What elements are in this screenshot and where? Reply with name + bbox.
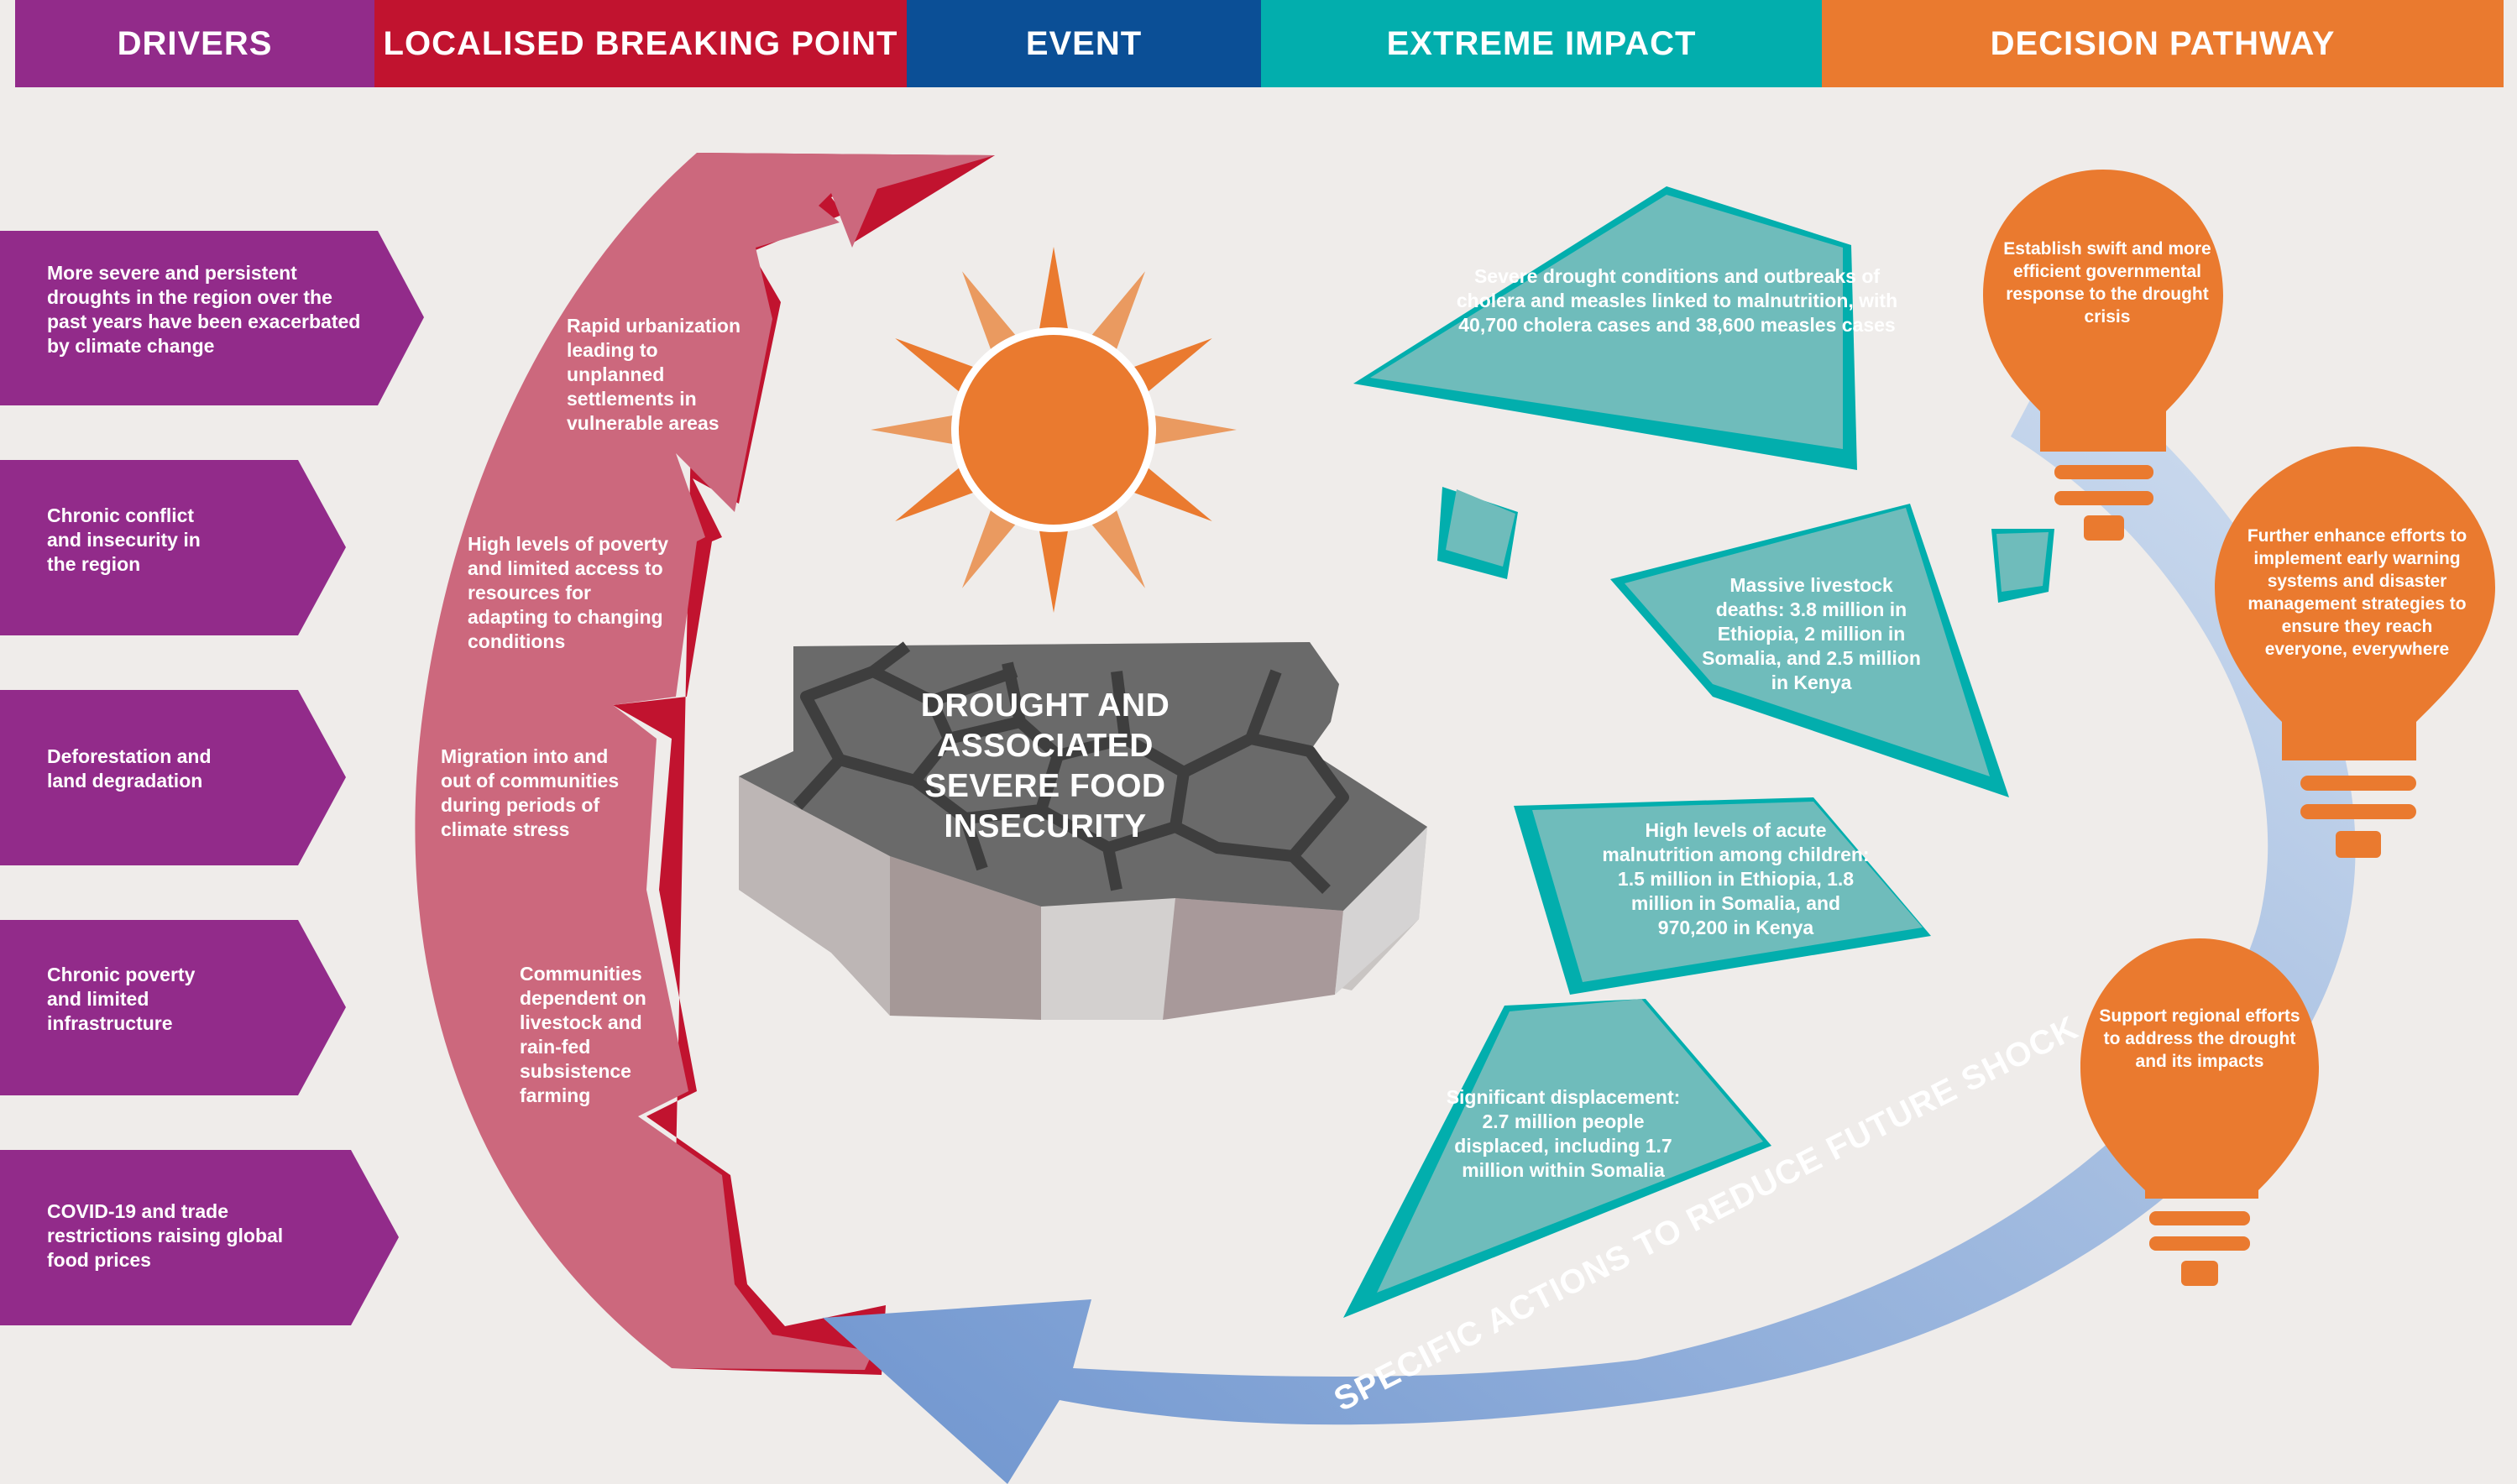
future-shock-arrow: [823, 353, 2356, 1484]
sun-ray: [1151, 415, 1237, 445]
header-breaking-point-label: LOCALISED BREAKING POINT: [383, 24, 898, 62]
impact-text-4: Significant displacement: 2.7 million pe…: [1446, 1086, 1681, 1181]
header-decision-pathway: DECISION PATHWAY: [1822, 0, 2504, 87]
lightbulb-icon-1: [1983, 170, 2223, 541]
impact-shape-3: [1514, 797, 1931, 995]
breaking-point-text-1: Rapid urbanization leading to unplanned …: [567, 315, 740, 434]
sun-ray: [962, 507, 1018, 588]
header-drivers-label: DRIVERS: [117, 24, 273, 62]
fragment-shape-1-face: [1446, 489, 1515, 567]
header-event: EVENT: [907, 0, 1261, 87]
fragment-shape-2-face: [1996, 532, 2049, 592]
sun-ray: [895, 466, 976, 521]
breaking-point-text-3: Migration into and out of communities du…: [441, 745, 620, 840]
breaking-point-text-2: High levels of poverty and limited acces…: [468, 533, 669, 652]
header-breaking-point: LOCALISED BREAKING POINT: [374, 0, 907, 87]
driver-text-1: More severe and persistent droughts in t…: [47, 262, 361, 357]
breaking-point-text-4: Communities dependent on livestock and r…: [520, 963, 646, 1106]
decision-text-3: Support regional efforts to address the …: [2099, 1006, 2300, 1071]
impact-text-3: High levels of acute malnutrition among …: [1602, 819, 1870, 938]
driver-chevron-2: [0, 460, 346, 635]
sun-ray: [1131, 338, 1212, 394]
decision-text-2: Further enhance efforts to implement ear…: [2247, 526, 2467, 659]
cracked-earth-icon: [739, 641, 1427, 1020]
sun-icon: [871, 247, 1237, 613]
sun-ray: [1039, 527, 1069, 613]
header-event-label: EVENT: [1025, 24, 1143, 62]
driver-text-3: Deforestation and land degradation: [47, 745, 212, 792]
header-drivers: DRIVERS: [15, 0, 374, 87]
sun-ray: [1131, 466, 1212, 521]
impact-shape-1: [1353, 186, 1857, 470]
driver-chevron-1: [0, 231, 424, 405]
driver-chevron-5: [0, 1150, 399, 1325]
driver-text-4: Chronic poverty and limited infrastructu…: [47, 964, 196, 1034]
sun-ray: [1039, 247, 1069, 332]
impact-text-2: Massive livestock deaths: 3.8 million in…: [1702, 574, 1921, 693]
sun-ray: [1090, 271, 1145, 353]
lightbulb-icon-2: [2215, 447, 2495, 858]
sun-ray: [895, 338, 976, 394]
decision-text-1: Establish swift and more efficient gover…: [2003, 239, 2211, 327]
driver-text-2: Chronic conflict and insecurity in the r…: [47, 504, 201, 575]
driver-chevron-4: [0, 920, 346, 1095]
lightbulb-icon-3: [2080, 938, 2319, 1286]
breaking-point-arc: [415, 153, 995, 1370]
driver-chevron-3: [0, 690, 346, 865]
header-extreme-impact-label: EXTREME IMPACT: [1386, 24, 1697, 62]
impact-shape-2: [1610, 504, 2009, 797]
header-decision-pathway-label: DECISION PATHWAY: [1990, 24, 2336, 62]
sun-ray: [962, 271, 1018, 353]
sun-ray: [871, 415, 956, 445]
header-extreme-impact: EXTREME IMPACT: [1261, 0, 1822, 87]
driver-text-5: COVID-19 and trade restrictions raising …: [47, 1200, 284, 1271]
sun-ray: [1090, 507, 1145, 588]
event-title: DROUGHT AND ASSOCIATED SEVERE FOOD INSEC…: [920, 687, 1170, 844]
impact-text-1: Severe drought conditions and outbreaks …: [1456, 265, 1898, 336]
impact-shape-4: [1343, 999, 1771, 1318]
